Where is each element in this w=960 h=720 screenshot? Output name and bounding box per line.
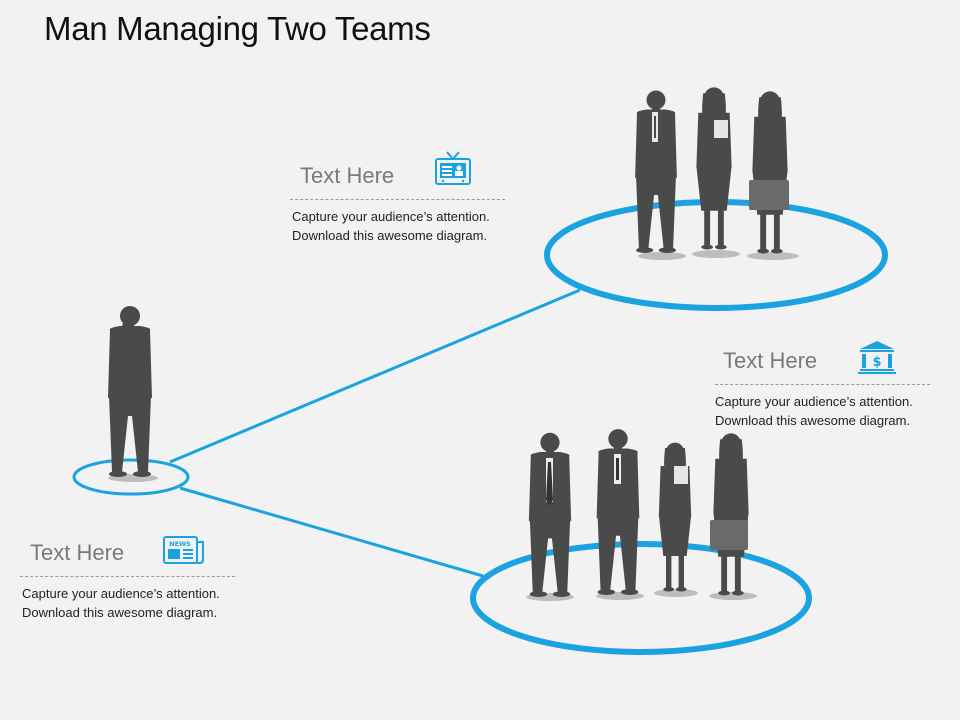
text-heading: Text Here bbox=[723, 348, 818, 373]
text-heading: Text Here bbox=[300, 163, 395, 188]
text-heading: Text Here bbox=[30, 540, 125, 565]
description-line-1: Capture your audience’s attention. bbox=[22, 586, 220, 601]
top-team-man-silhouette bbox=[635, 90, 677, 253]
page-title: Man Managing Two Teams bbox=[44, 10, 431, 47]
description-line-1: Capture your audience’s attention. bbox=[292, 209, 490, 224]
description-line-2: Download this awesome diagram. bbox=[715, 413, 911, 428]
news-label: NEWS bbox=[169, 540, 191, 548]
description-line-2: Download this awesome diagram. bbox=[22, 605, 218, 620]
top-team-silhouettes bbox=[635, 87, 789, 254]
bank-icon: $ bbox=[857, 339, 897, 380]
connector-to-bottom-team bbox=[179, 486, 484, 578]
top-team-woman-silhouette bbox=[696, 87, 732, 250]
top-team-woman-with-bag-silhouette bbox=[749, 91, 789, 254]
description-line-1: Capture your audience’s attention. bbox=[715, 394, 913, 409]
divider bbox=[290, 199, 505, 200]
text-block-top: Text Here Capture your audience’s attent… bbox=[290, 151, 515, 253]
connector-lines bbox=[169, 288, 581, 578]
bottom-team-silhouettes bbox=[528, 429, 749, 597]
bottom-team-woman-2-silhouette bbox=[710, 433, 749, 596]
news-icon: NEWS bbox=[163, 536, 205, 569]
text-description: Capture your audience’s attention. Downl… bbox=[292, 207, 490, 245]
bottom-team-man-1-silhouette bbox=[528, 432, 572, 597]
text-block-left: Text Here Capture your audience’s attent… bbox=[20, 536, 245, 630]
text-description: Capture your audience’s attention. Downl… bbox=[22, 584, 220, 622]
description-line-2: Download this awesome diagram. bbox=[292, 228, 488, 243]
svg-text:$: $ bbox=[872, 355, 881, 370]
bottom-team-ring bbox=[470, 541, 812, 655]
text-block-right: Text Here Capture your audience’s attent… bbox=[715, 341, 938, 438]
manager-ring bbox=[72, 458, 190, 496]
bottom-team-man-2-silhouette bbox=[596, 429, 640, 595]
divider bbox=[20, 576, 235, 577]
bottom-team-woman-1-silhouette bbox=[658, 442, 692, 592]
connector-to-top-team bbox=[169, 288, 581, 464]
divider bbox=[715, 384, 930, 385]
text-description: Capture your audience’s attention. Downl… bbox=[715, 392, 913, 430]
manager-silhouette bbox=[108, 306, 152, 477]
tv-icon bbox=[434, 150, 472, 193]
